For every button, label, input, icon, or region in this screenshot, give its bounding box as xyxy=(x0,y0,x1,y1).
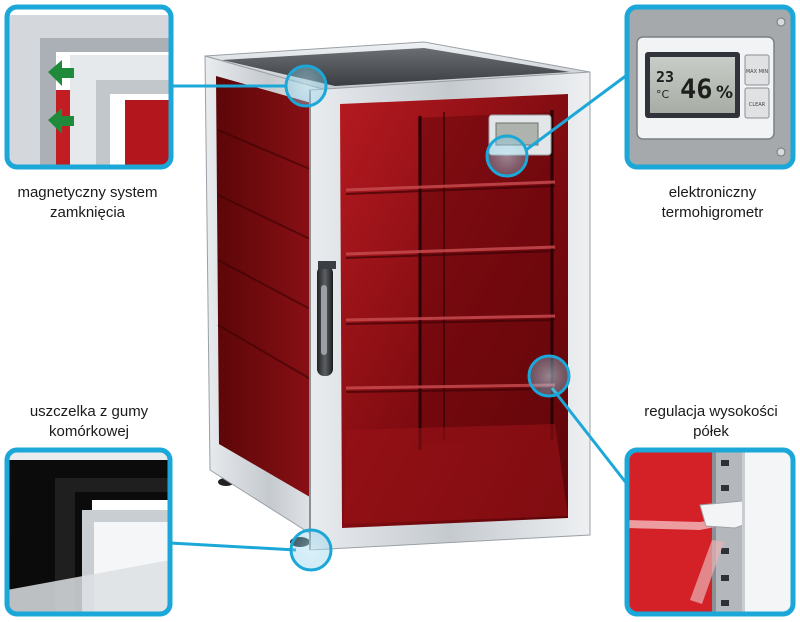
panel-magnetic-closure xyxy=(4,4,174,170)
caption-rubber-gasket: uszczelka z gumy komórkowej xyxy=(0,402,178,442)
caption-thermohygrometer: elektroniczny termohigrometr xyxy=(625,183,800,223)
caption-magnetic-line2: zamknięcia xyxy=(49,204,126,221)
caption-shelf-line1: regulacja wysokości xyxy=(644,403,778,420)
shelves xyxy=(345,180,556,390)
display-temperature-unit: °C xyxy=(656,88,670,101)
caption-gasket-line1: uszczelka z gumy xyxy=(29,403,149,420)
caption-thermo-line2: termohigrometr xyxy=(661,204,764,221)
caption-thermo-line1: elektroniczny xyxy=(668,184,757,201)
panel-shelf-adjustment xyxy=(624,447,796,617)
display-temperature: 23 xyxy=(656,68,674,86)
magnet-arrow-icon xyxy=(48,60,74,134)
display-humidity-unit: % xyxy=(716,83,733,103)
caption-shelf-adjustment: regulacja wysokości półek xyxy=(622,402,800,442)
door-handle[interactable] xyxy=(317,261,336,376)
cabinet-side-glass xyxy=(216,76,315,500)
caption-shelf-line2: półek xyxy=(693,423,729,440)
callout-lines xyxy=(169,73,629,552)
magnifier-shelf xyxy=(527,354,571,398)
display-humidity: 46 xyxy=(680,74,713,105)
desiccator-cabinet xyxy=(204,41,591,551)
caption-gasket-line2: komórkowej xyxy=(48,423,130,440)
magnifier-thermo xyxy=(485,134,529,178)
magnifier-circles xyxy=(284,64,571,572)
magnifier-gasket xyxy=(289,528,333,572)
caption-magnetic-line1: magnetyczny system xyxy=(17,184,158,201)
button-max-min-label: MAX MIN xyxy=(746,69,769,75)
panel-thermohygrometer: 23 °C 46 % MAX MIN CLEAR xyxy=(624,4,796,170)
magnifier-magnetic xyxy=(284,64,328,108)
panel-rubber-gasket xyxy=(4,447,173,617)
button-clear-label: CLEAR xyxy=(749,102,766,108)
caption-magnetic-closure: magnetyczny system zamknięcia xyxy=(0,183,175,223)
